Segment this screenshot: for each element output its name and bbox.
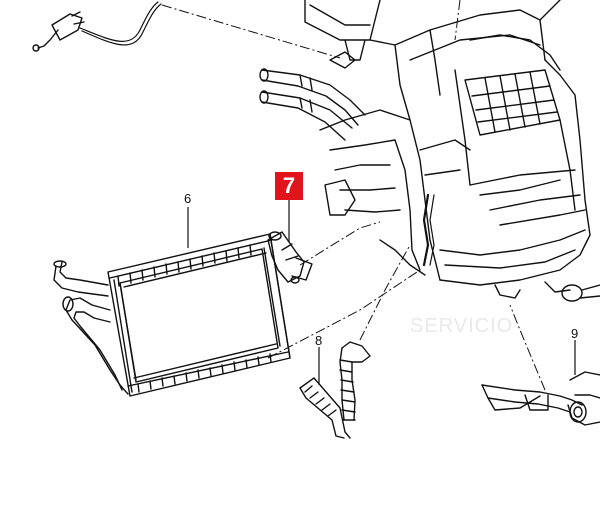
hose-assembly-part <box>481 371 600 426</box>
leader-lines <box>161 0 546 391</box>
drain-hose-part <box>299 341 371 439</box>
part-label-7-highlighted: 7 <box>275 172 303 200</box>
fitting-part <box>267 231 313 284</box>
part-label-9: 9 <box>571 326 579 341</box>
part-label-6: 6 <box>184 191 192 206</box>
hvac-housing <box>259 0 600 302</box>
part-label-8: 8 <box>315 333 323 348</box>
callout-lines <box>187 200 576 385</box>
sensor-part <box>32 1 162 52</box>
heater-core-part <box>53 233 291 397</box>
watermark-text: SERVICIO <box>410 315 514 337</box>
